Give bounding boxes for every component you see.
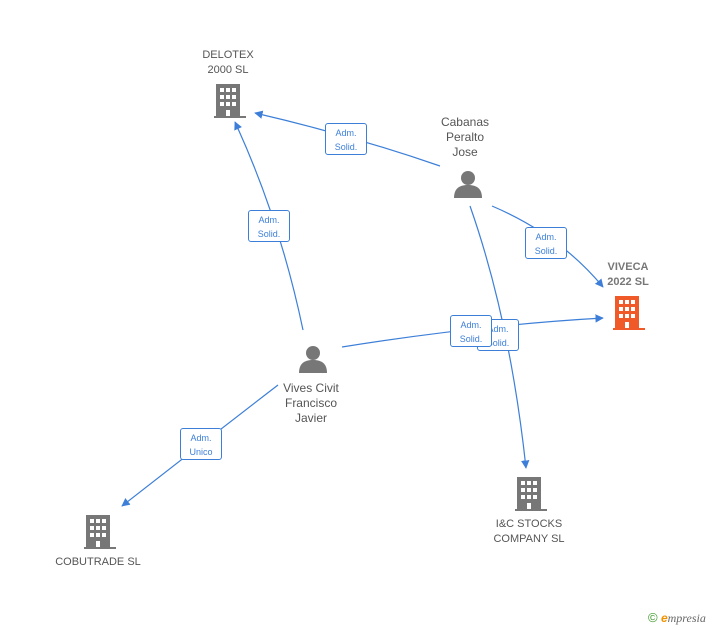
node-label-cabanas[interactable]: Cabanas Peralto Jose	[425, 115, 505, 160]
node-label-line: Jose	[452, 145, 478, 159]
node-label-line: COMPANY SL	[493, 533, 565, 545]
edge-label-line2: Unico	[189, 447, 213, 457]
node-label-viveca[interactable]: VIVECA 2022 SL	[588, 260, 668, 290]
node-label-line: 2022 SL	[607, 276, 649, 288]
node-label-icstocks[interactable]: I&C STOCKS COMPANY SL	[484, 517, 574, 547]
building-icon-main[interactable]	[613, 296, 645, 330]
node-label-line: Vives Civit	[283, 381, 339, 395]
node-label-line: Javier	[294, 411, 327, 425]
node-label-delotex[interactable]: DELOTEX 2000 SL	[188, 48, 268, 78]
edge-label-line1: Adm.	[335, 128, 357, 138]
node-label-line: 2000 SL	[207, 64, 249, 76]
person-icon[interactable]	[454, 171, 482, 198]
edge-label-line2: Solid.	[534, 246, 558, 256]
node-label-line: COBUTRADE SL	[55, 556, 141, 568]
edge-label-line2: Solid.	[334, 142, 358, 152]
brand-logo-initial: e	[660, 611, 668, 625]
copyright-icon: ©	[648, 610, 658, 625]
edge-label-line1: Adm.	[487, 324, 509, 334]
building-icon[interactable]	[214, 84, 246, 118]
edge-label-line1: Adm.	[460, 320, 482, 330]
edge-label-line2: Solid.	[486, 338, 510, 348]
person-icon[interactable]	[299, 346, 327, 373]
node-label-line: Peralto	[445, 130, 485, 144]
brand-footer: © empresia	[648, 610, 706, 626]
node-label-line: I&C STOCKS	[495, 518, 563, 530]
edge-label: Adm. Solid.	[248, 210, 290, 242]
edge-label-line1: Adm.	[535, 232, 557, 242]
edge-label: Adm. Solid.	[525, 227, 567, 259]
edge-label: Adm. Solid.	[450, 315, 492, 347]
edge-label-line1: Adm.	[258, 215, 280, 225]
node-label-line: Francisco	[284, 396, 337, 410]
edge-label: Adm. Solid.	[325, 123, 367, 155]
node-label-line: Cabanas	[440, 115, 490, 129]
node-label-vives[interactable]: Vives Civit Francisco Javier	[266, 381, 356, 426]
edge-label-line2: Solid.	[459, 334, 483, 344]
node-label-line: VIVECA	[607, 261, 649, 273]
edge-label-line1: Adm.	[190, 433, 212, 443]
brand-logo-text: mpresia	[667, 611, 706, 625]
edge-label-line2: Solid.	[257, 229, 281, 239]
building-icon[interactable]	[515, 477, 547, 511]
building-icon[interactable]	[84, 515, 116, 549]
node-label-cobutrade[interactable]: COBUTRADE SL	[48, 555, 148, 570]
edge-label: Adm. Unico	[180, 428, 222, 460]
node-label-line: DELOTEX	[202, 49, 254, 61]
